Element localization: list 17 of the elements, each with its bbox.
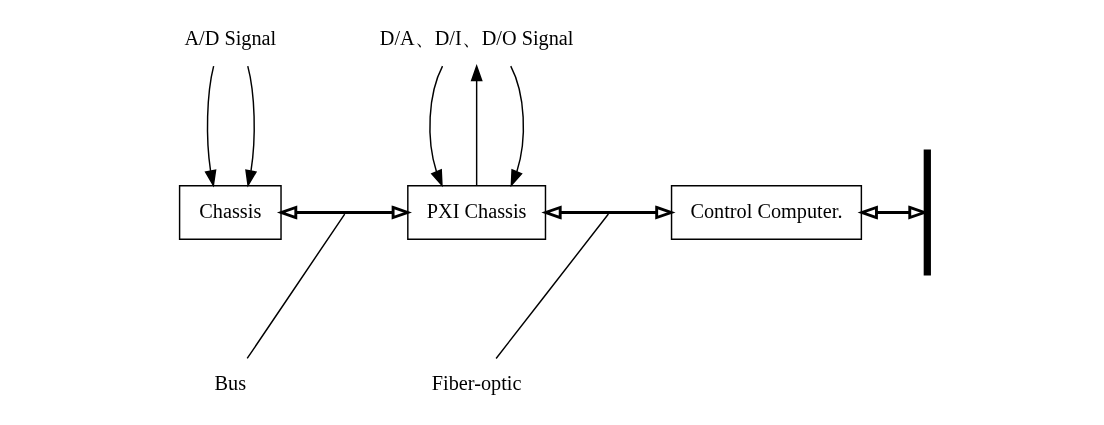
node-box: Chassis (178, 184, 282, 241)
node-text: A/D Signal (184, 27, 277, 50)
arrow (541, 205, 676, 220)
node-box: Control Computer. (670, 184, 863, 241)
node-text: D/A、D/I、D/O Signal (379, 27, 574, 50)
node-text: Bus (214, 372, 247, 395)
node-bar (923, 149, 931, 276)
arrow (429, 65, 444, 188)
arrow (245, 65, 258, 188)
arrow (470, 63, 483, 186)
connector (246, 213, 346, 360)
node-box: PXI Chassis (407, 184, 547, 241)
arrow (204, 65, 217, 188)
arrow (276, 205, 412, 220)
connector (495, 213, 610, 360)
node-text: Fiber-optic (431, 372, 522, 395)
arrow (510, 65, 525, 188)
